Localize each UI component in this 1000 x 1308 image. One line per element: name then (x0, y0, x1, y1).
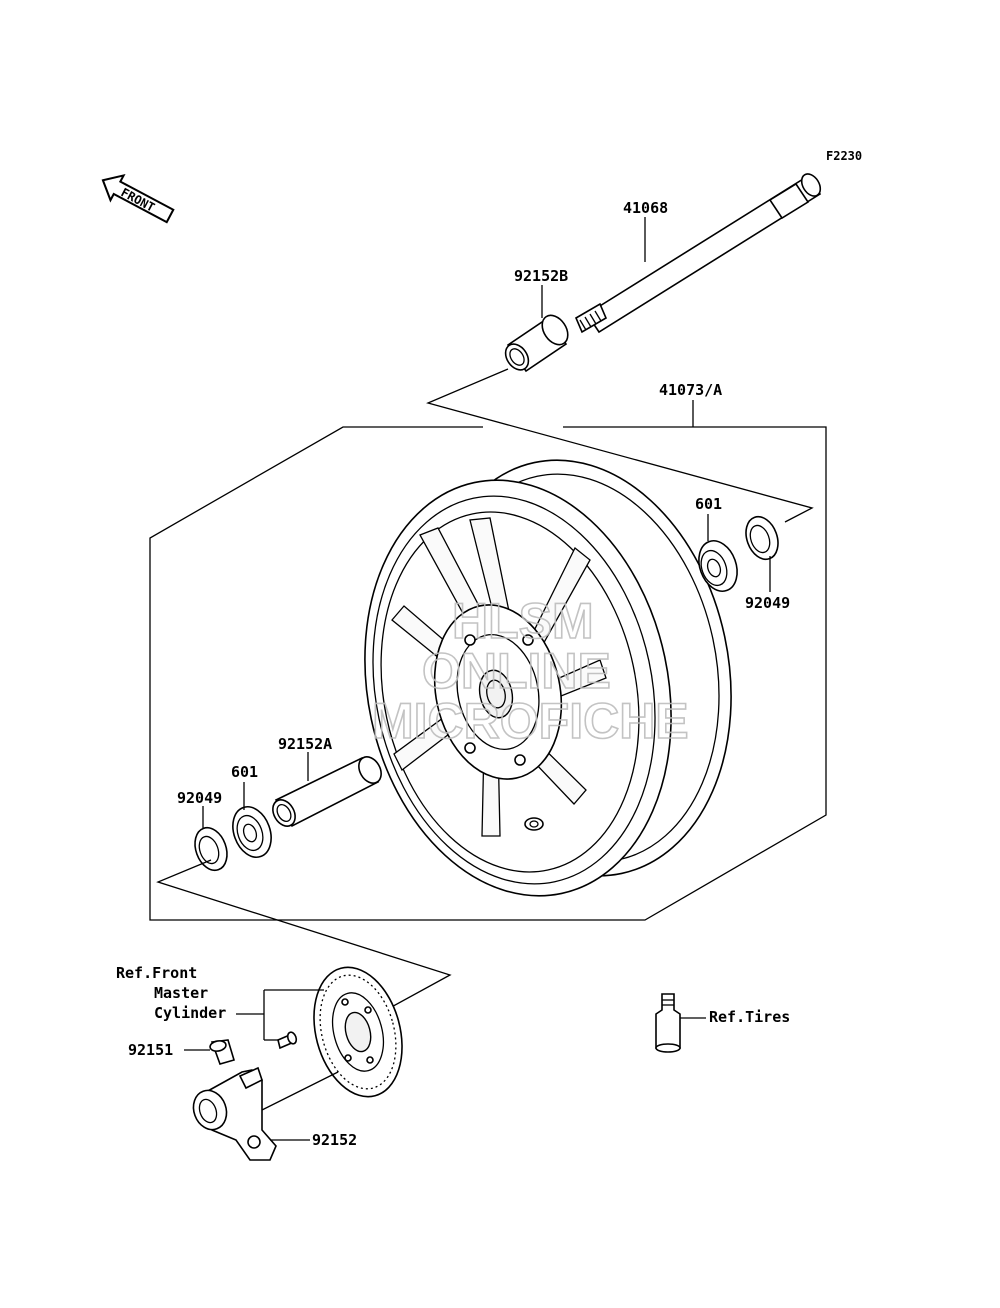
watermark-line-3: MICROFICHE (372, 693, 689, 749)
right-bearing-part[interactable] (692, 535, 744, 596)
part-label-601-left: 601 (231, 763, 258, 781)
ref-master-cylinder-line-1: Ref.Front (116, 964, 197, 982)
part-label-92152: 92152 (312, 1131, 357, 1149)
part-label-601-right: 601 (695, 495, 722, 513)
part-label-92151: 92151 (128, 1041, 173, 1059)
sensor-rotor-part[interactable] (300, 957, 415, 1106)
ref-master-cylinder-line-3: Cylinder (154, 1004, 226, 1022)
left-bearing-part[interactable] (226, 801, 278, 862)
tire-valve-icon (655, 993, 681, 1053)
collar-a-part[interactable] (268, 753, 385, 830)
wheel-rim[interactable] (328, 431, 769, 924)
rotor-screw-part[interactable] (277, 1031, 298, 1050)
ref-tires-label: Ref.Tires (709, 1008, 790, 1026)
watermark-line-1: HLSM (452, 593, 594, 649)
left-seal-part[interactable] (189, 823, 232, 875)
right-seal-part[interactable] (740, 512, 783, 564)
figure-code: F2230 (826, 149, 862, 163)
part-label-92152a: 92152A (278, 735, 332, 753)
watermark: HLSM ONLINE MICROFICHE (371, 592, 689, 750)
part-label-41068: 41068 (623, 199, 668, 217)
front-arrow-icon: FRONT (101, 173, 175, 224)
bolt-part[interactable] (209, 1039, 235, 1065)
sensor-bracket-part[interactable] (188, 1066, 277, 1161)
ref-master-cylinder-line-2: Master (154, 984, 208, 1002)
part-label-41073a: 41073/A (659, 381, 722, 399)
part-label-92152b: 92152B (514, 267, 568, 285)
collar-b-part[interactable] (501, 311, 573, 375)
watermark-line-2: ONLINE (422, 643, 611, 699)
part-label-92049-left: 92049 (177, 789, 222, 807)
axle-part[interactable] (574, 171, 824, 334)
front-arrow-label: FRONT (119, 185, 157, 214)
part-label-92049-right: 92049 (745, 594, 790, 612)
